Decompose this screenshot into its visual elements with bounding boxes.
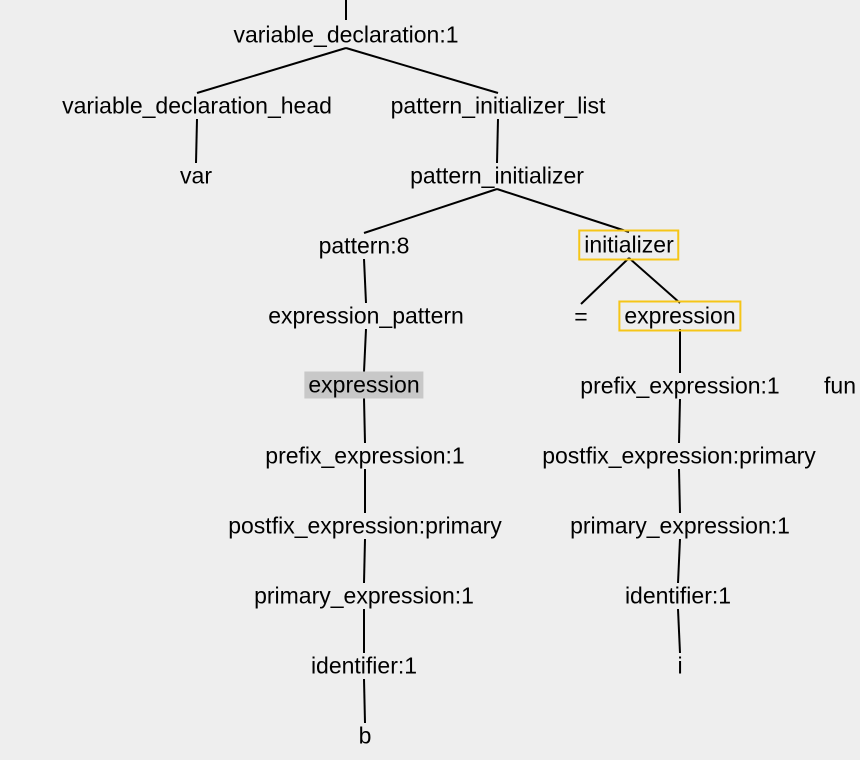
tree-edge xyxy=(678,468,681,514)
tree-edge xyxy=(196,47,347,94)
node-expression-pattern[interactable]: expression_pattern xyxy=(268,302,464,329)
node-identifier-lhs[interactable]: identifier:1 xyxy=(310,652,418,679)
node-fun-truncated[interactable]: fun xyxy=(824,372,856,399)
node-pattern[interactable]: pattern:8 xyxy=(318,232,410,259)
node-prefix-expression-lhs[interactable]: prefix_expression:1 xyxy=(265,442,465,469)
node-identifier-rhs[interactable]: identifier:1 xyxy=(624,582,732,609)
tree-edge xyxy=(363,328,367,373)
tree-edge xyxy=(677,608,681,654)
tree-edge xyxy=(363,397,366,444)
tree-edge xyxy=(628,257,681,304)
tree-edge xyxy=(363,678,366,724)
tree-edge xyxy=(678,398,681,444)
node-b[interactable]: b xyxy=(358,722,372,749)
node-initializer[interactable]: initializer xyxy=(578,229,680,261)
node-equals[interactable]: = xyxy=(574,303,588,330)
node-var[interactable]: var xyxy=(180,162,212,189)
node-expression-lhs[interactable]: expression xyxy=(304,371,424,399)
node-expression-rhs[interactable]: expression xyxy=(618,300,742,332)
tree-edge xyxy=(195,118,198,164)
tree-edge xyxy=(496,188,630,233)
tree-edge xyxy=(345,47,499,94)
tree-edge xyxy=(363,538,366,584)
node-prefix-expression-rhs[interactable]: prefix_expression:1 xyxy=(580,372,780,399)
tree-edge xyxy=(363,258,367,304)
node-i[interactable]: i xyxy=(677,652,683,679)
node-pattern-initializer[interactable]: pattern_initializer xyxy=(410,162,584,189)
node-primary-expression-rhs[interactable]: primary_expression:1 xyxy=(570,512,790,539)
node-primary-expression-lhs[interactable]: primary_expression:1 xyxy=(254,582,474,609)
tree-edge xyxy=(677,538,681,584)
node-variable-declaration[interactable]: variable_declaration:1 xyxy=(233,21,459,48)
node-postfix-expression-rhs[interactable]: postfix_expression:primary xyxy=(542,442,816,469)
tree-edge xyxy=(580,257,630,305)
node-pattern-initializer-list[interactable]: pattern_initializer_list xyxy=(390,92,606,119)
node-variable-declaration-head[interactable]: variable_declaration_head xyxy=(62,92,332,119)
tree-edge xyxy=(496,118,499,164)
node-postfix-expression-lhs[interactable]: postfix_expression:primary xyxy=(228,512,502,539)
tree-edge xyxy=(363,188,498,234)
